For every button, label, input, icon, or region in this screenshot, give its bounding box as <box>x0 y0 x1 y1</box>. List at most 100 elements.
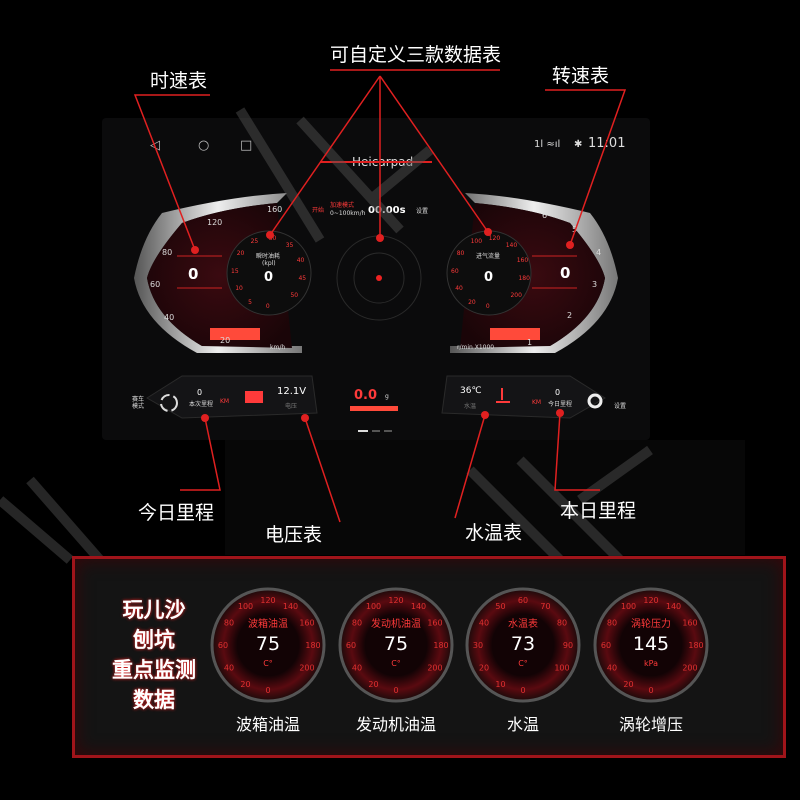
gauge-tick-label: 120 <box>488 235 501 243</box>
gauge-tick-label: 0 <box>485 302 490 310</box>
gauge-tick-label: 140 <box>411 602 426 611</box>
water-temp-label: 水温 <box>464 403 477 410</box>
voltage-value: 12.1V <box>277 386 307 397</box>
gauge-tick-label: 80 <box>607 619 617 628</box>
speed-unit: km/h <box>270 344 286 351</box>
gauge-value: 75 <box>255 633 281 655</box>
gauge-tick-label: 80 <box>456 250 465 258</box>
accel-mode-label: 加速模式 <box>330 202 355 209</box>
fuel-gauge-value: 0 <box>264 270 274 285</box>
rpm-tick-label: 4 <box>596 248 602 257</box>
gauge-value: 145 <box>632 633 670 655</box>
gauge-tick-label: 60 <box>218 641 228 650</box>
gauge-tick-label: 120 <box>643 596 658 605</box>
gauge-title: 水温表 <box>508 619 538 630</box>
gauge-tick-label: 60 <box>346 641 356 650</box>
callout-voltmeter: 电压表 <box>265 524 323 546</box>
gauge-tick-label: 60 <box>518 596 528 605</box>
gauge-title: 波箱油温 <box>248 619 288 630</box>
gauge-tick-label: 180 <box>305 641 320 650</box>
rpm-tick-label: 2 <box>567 311 573 320</box>
battery-icon <box>245 391 263 403</box>
speed-value: 0 <box>188 265 199 283</box>
gauge-unit: kPa <box>644 659 658 668</box>
gauge-tick-label: 50 <box>495 602 505 611</box>
gauge-tick-label: 40 <box>224 664 234 673</box>
speed-tick-label: 60 <box>150 280 161 289</box>
gauge-tick-label: 20 <box>468 298 476 306</box>
gauge-tick-label: 30 <box>268 235 277 243</box>
gauge-tick-label: 0 <box>393 686 398 695</box>
gauge-tick-label: 100 <box>621 602 636 611</box>
speed-tick-label: 160 <box>267 205 283 214</box>
gauge-tick-label: 100 <box>554 664 569 673</box>
gauge-tick-label: 200 <box>299 664 314 673</box>
promo-line: 重点监测 <box>112 658 196 682</box>
gauge-tick-label: 10 <box>495 680 505 689</box>
drive-mode-icon <box>160 394 178 412</box>
gauge-tick-label: 40 <box>479 619 489 628</box>
accel-time: 00.00s <box>368 205 406 216</box>
accel-start-button[interactable]: 开始 <box>312 207 325 214</box>
gauge-tick-label: 20 <box>236 250 245 258</box>
rpm-tick-label: 5 <box>572 225 578 234</box>
callout-custom-gauges: 可自定义三款数据表 <box>330 44 502 66</box>
speed-tick-label: 120 <box>207 218 223 227</box>
gauge-tick-label: 40 <box>296 256 305 264</box>
gauge-title: 发动机油温 <box>371 619 421 630</box>
gauge-caption: 水温 <box>506 715 539 734</box>
today-label: 今日里程 <box>548 401 573 408</box>
gauge-tick-label: 40 <box>455 285 463 293</box>
gauge-tick-label: 50 <box>290 291 299 299</box>
voltage-label: 电压 <box>285 403 298 410</box>
gauge-tick-label: 180 <box>688 641 703 650</box>
coolant-icon <box>496 388 510 403</box>
promo-line: 数据 <box>133 688 175 712</box>
air-gauge-value: 0 <box>484 270 494 285</box>
recent-apps-button[interactable]: □ <box>240 138 253 153</box>
today-km-unit: KM <box>532 399 542 406</box>
gauge-tick-label: 60 <box>601 641 611 650</box>
callout-water-temp: 水温表 <box>465 522 523 544</box>
gauge-tick-label: 200 <box>682 664 697 673</box>
rpm-value: 0 <box>560 264 571 282</box>
gauge-title: 涡轮压力 <box>631 619 671 630</box>
rpm-tick-label: 3 <box>592 280 598 289</box>
callout-today-mileage-left: 今日里程 <box>138 502 215 524</box>
gauge-tick-label: 180 <box>518 275 530 283</box>
gauge-tick-label: 140 <box>505 242 518 250</box>
drive-mode-button[interactable]: 赛车 模式 <box>132 396 145 410</box>
fuel-gauge-sub: (kpl) <box>262 260 276 267</box>
speed-tick-label: 80 <box>162 248 173 257</box>
gauge-tick-label: 70 <box>540 602 550 611</box>
callout-speedometer: 时速表 <box>150 70 208 92</box>
speed-tick-label: 40 <box>164 313 175 322</box>
promo-text: 玩儿沙 刨坑 重点监测 数据 <box>99 595 209 715</box>
g-force-value: 0.0 <box>354 388 378 403</box>
gauge-caption: 涡轮增压 <box>618 715 683 734</box>
g-force-unit: g <box>385 393 389 400</box>
promo-line: 玩儿沙 <box>122 598 186 622</box>
gauge-caption: 波箱油温 <box>235 715 300 734</box>
water-temp-value: 36℃ <box>460 386 482 396</box>
gauge-tick-label: 160 <box>427 619 442 628</box>
gauge-tick-label: 0 <box>648 686 653 695</box>
gauge-tick-label: 20 <box>479 664 489 673</box>
gauge-value: 75 <box>383 633 409 655</box>
promo-line: 刨坑 <box>133 628 175 652</box>
settings-button[interactable]: 设置 <box>614 403 627 410</box>
rpm-tick-label: 1 <box>527 338 533 347</box>
gauge-tick-label: 40 <box>607 664 617 673</box>
gauge-unit: C° <box>518 659 528 668</box>
accel-range: 0~100km/h <box>330 210 366 217</box>
callout-tachometer: 转速表 <box>552 65 610 87</box>
gauge-tick-label: 15 <box>231 267 239 275</box>
gauge-unit: C° <box>263 659 273 668</box>
accel-settings-button[interactable]: 设置 <box>416 208 429 215</box>
gauge-tick-label: 100 <box>470 238 483 246</box>
speed-tick-label: 20 <box>220 336 231 345</box>
trip-km-unit: KM <box>220 398 230 405</box>
gauge-tick-label: 80 <box>224 619 234 628</box>
